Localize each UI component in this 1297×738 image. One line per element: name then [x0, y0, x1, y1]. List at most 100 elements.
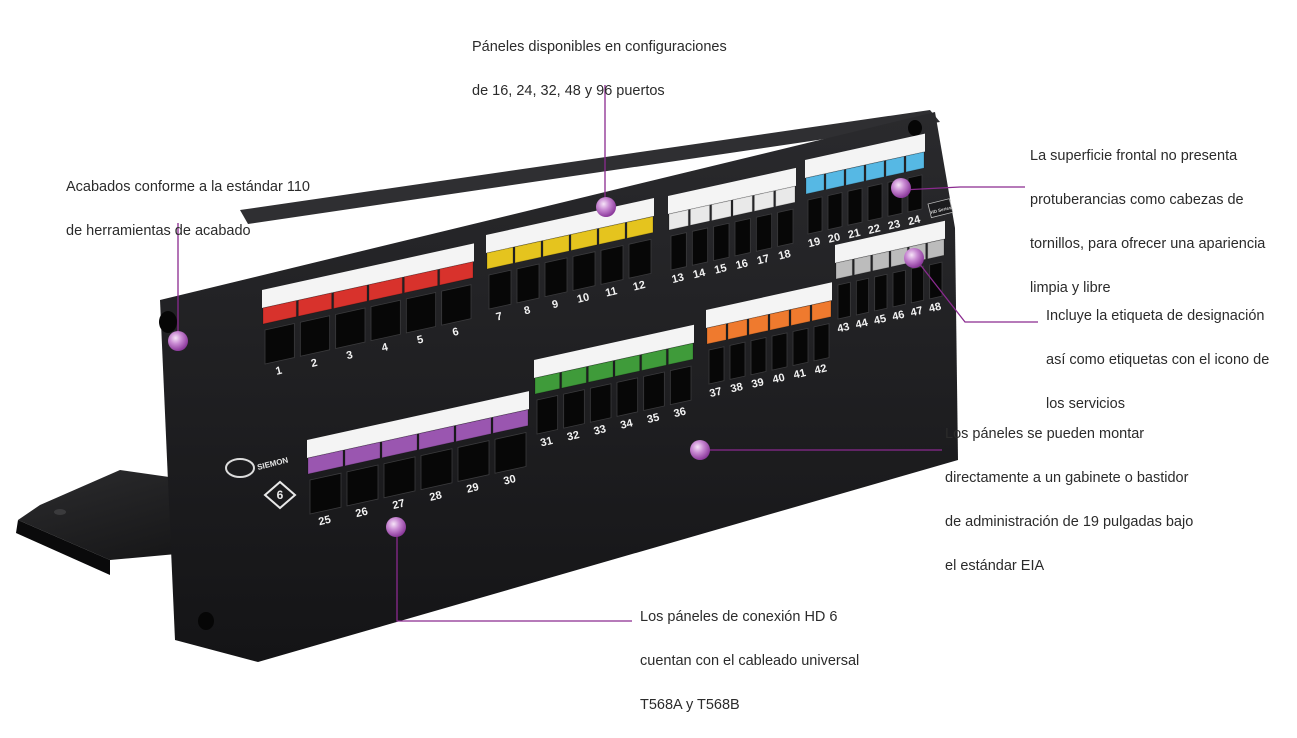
mount-hole — [159, 311, 177, 333]
port-number: 37 — [708, 385, 723, 400]
port-icon-tab — [439, 261, 474, 286]
module-group — [835, 220, 945, 320]
callout-line: T568A y T568B — [640, 697, 740, 713]
rj45-jack — [910, 265, 925, 304]
port-number: 41 — [792, 367, 807, 382]
rj45-jack — [335, 307, 366, 349]
callout-line: limpia y libre — [1030, 280, 1111, 296]
port-number: 12 — [632, 279, 647, 294]
port-number: 24 — [907, 213, 923, 228]
port-icon-tab — [403, 268, 439, 294]
port-number: 27 — [391, 497, 406, 512]
port-number: 45 — [873, 313, 888, 328]
module-group — [534, 324, 694, 435]
rj45-jack — [589, 383, 612, 423]
callout-line: de administración de 19 pulgadas bajo — [945, 514, 1194, 530]
port-number: 34 — [619, 417, 635, 432]
port-icon-tab — [905, 151, 925, 173]
port-icon-tab — [732, 195, 753, 217]
port-icon-tab — [872, 250, 890, 272]
rj45-jack — [536, 394, 559, 435]
port-icon-tab — [748, 313, 769, 336]
port-icon-tab — [706, 323, 727, 345]
port-number: 25 — [317, 514, 332, 529]
designation-strip — [262, 243, 474, 308]
callout-finishing: Acabados conforme a la estándar 110 de h… — [66, 154, 310, 264]
callout-line: protuberancias como cabezas de — [1030, 192, 1244, 208]
port-number: 44 — [854, 317, 870, 332]
marker-front-surface — [891, 178, 911, 198]
rj45-jack — [383, 456, 416, 499]
callout-line: Los páneles se pueden montar — [945, 426, 1145, 442]
rj45-jack — [441, 284, 472, 326]
port-icon-tab — [598, 222, 626, 245]
port-number: 30 — [502, 473, 517, 488]
port-icon-tab — [853, 254, 872, 276]
port-icon-tab — [835, 258, 853, 280]
port-icon-tab — [262, 300, 297, 325]
port-icon-tab — [626, 215, 654, 239]
marker-designation — [904, 248, 924, 268]
rj45-jack — [755, 213, 773, 252]
port-icon-tab — [333, 284, 368, 310]
port-number: 14 — [692, 267, 708, 282]
rj45-jack — [628, 238, 652, 279]
callout-line: tornillos, para ofrecer una apariencia — [1030, 236, 1266, 252]
rj45-jack — [892, 269, 906, 308]
port-number: 22 — [867, 222, 882, 237]
rj45-jack — [792, 327, 809, 367]
series-tag-label: HD Series — [930, 205, 952, 215]
port-icon-tab — [492, 408, 529, 434]
port-icon-tab — [455, 417, 492, 443]
port-icon-tab — [514, 240, 542, 264]
port-number: 23 — [887, 218, 902, 233]
port-number: 4 — [381, 341, 391, 354]
port-icon-tab — [486, 246, 514, 270]
port-number: 9 — [551, 298, 560, 311]
designation-strip — [706, 282, 832, 328]
rj45-jack — [713, 222, 730, 262]
leader-lines — [177, 85, 1038, 622]
port-icon-tab — [534, 371, 561, 395]
port-number: 8 — [523, 304, 532, 317]
port-icon-tab — [307, 449, 344, 475]
port-number: 20 — [827, 231, 842, 246]
rj45-jack — [777, 208, 794, 248]
rj45-jack — [847, 187, 863, 226]
rj45-jack — [563, 389, 585, 429]
module-group — [805, 133, 925, 235]
port-icon-tab — [368, 276, 403, 302]
rj45-jack — [572, 251, 596, 292]
callout-front-surface: La superficie frontal no presenta protub… — [1030, 123, 1265, 321]
module-group — [307, 391, 529, 515]
port-icon-tab — [790, 304, 811, 327]
designation-strip — [534, 324, 694, 378]
port-icon-tab — [845, 164, 865, 186]
rj45-jack — [643, 371, 665, 412]
port-number: 33 — [593, 423, 608, 438]
rj45-jack — [807, 196, 823, 235]
port-number: 13 — [671, 271, 686, 286]
port-number: 11 — [604, 285, 618, 299]
port-icon-tab — [297, 292, 333, 317]
callout-line: directamente a un gabinete o bastidor — [945, 470, 1189, 486]
rj45-jack — [544, 257, 568, 298]
callout-line: Los páneles de conexión HD 6 — [640, 609, 838, 625]
port-number: 26 — [354, 506, 369, 521]
port-number: 35 — [646, 411, 661, 426]
port-number: 7 — [495, 310, 504, 323]
port-icon-tab — [587, 360, 614, 383]
callout-line: el estándar EIA — [945, 558, 1045, 574]
marker-wiring — [386, 517, 406, 537]
port-icon-tab — [927, 238, 945, 260]
port-number: 46 — [891, 309, 906, 324]
port-number: 15 — [713, 262, 728, 277]
port-icon-tab — [727, 318, 748, 341]
callout-line: así como etiquetas con el icono de — [1046, 352, 1270, 368]
leader-wiring — [396, 528, 632, 622]
rj45-jack — [855, 277, 870, 316]
designation-strip — [805, 133, 925, 178]
